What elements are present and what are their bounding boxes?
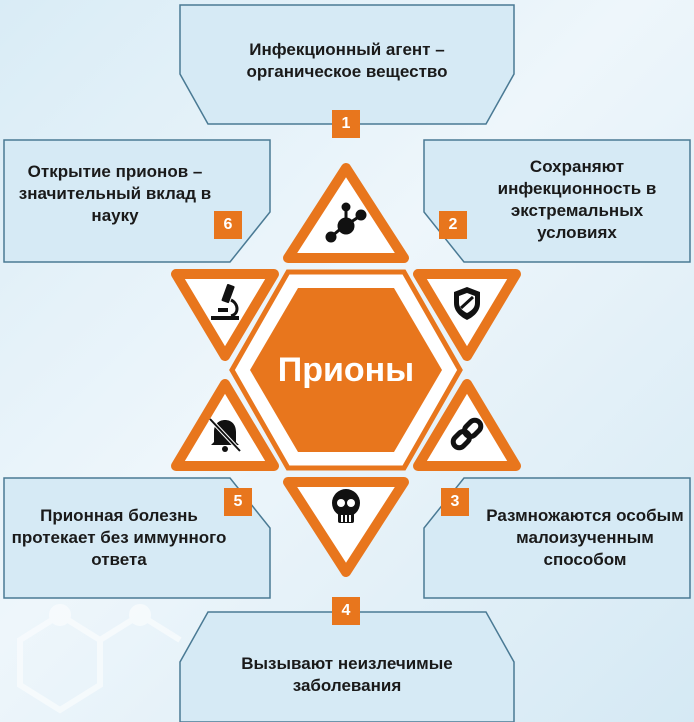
background-molecule-decoration xyxy=(17,604,182,714)
box-5 xyxy=(3,477,271,599)
chain-link-icon xyxy=(450,417,484,451)
box-4 xyxy=(179,611,515,722)
center-hexagon-inner xyxy=(250,288,442,452)
box-4-text: Вызывают неизлечимые заболевания xyxy=(241,654,453,695)
triangle-upper-left xyxy=(171,269,279,361)
box-3 xyxy=(423,477,691,599)
molecule-icon xyxy=(325,202,367,243)
bell-off-icon xyxy=(208,417,242,453)
badge-2: 2 xyxy=(439,211,467,239)
box-3-text: Размножаются особым малоизученным способ… xyxy=(486,506,684,569)
box-1 xyxy=(179,4,515,125)
box-1-text: Инфекционный агент – органическое вещест… xyxy=(246,40,448,81)
badge-1: 1 xyxy=(332,110,360,138)
box-2-text: Сохраняют инфекционность в экстремальных… xyxy=(497,157,657,242)
box-6 xyxy=(3,139,271,263)
box-5-text: Прионная болезнь протекает без иммунного… xyxy=(11,506,227,569)
center-label: Прионы xyxy=(277,350,415,389)
skull-icon xyxy=(332,489,360,523)
badge-6: 6 xyxy=(214,211,242,239)
microscope-icon xyxy=(211,283,239,320)
badge-5: 5 xyxy=(224,488,252,516)
shield-icon xyxy=(454,287,480,320)
box-2 xyxy=(423,139,691,263)
box-6-text: Открытие прионов – значительный вклад в … xyxy=(18,162,212,225)
triangle-bottom xyxy=(283,477,409,577)
badge-3: 3 xyxy=(441,488,469,516)
badge-4: 4 xyxy=(332,597,360,625)
